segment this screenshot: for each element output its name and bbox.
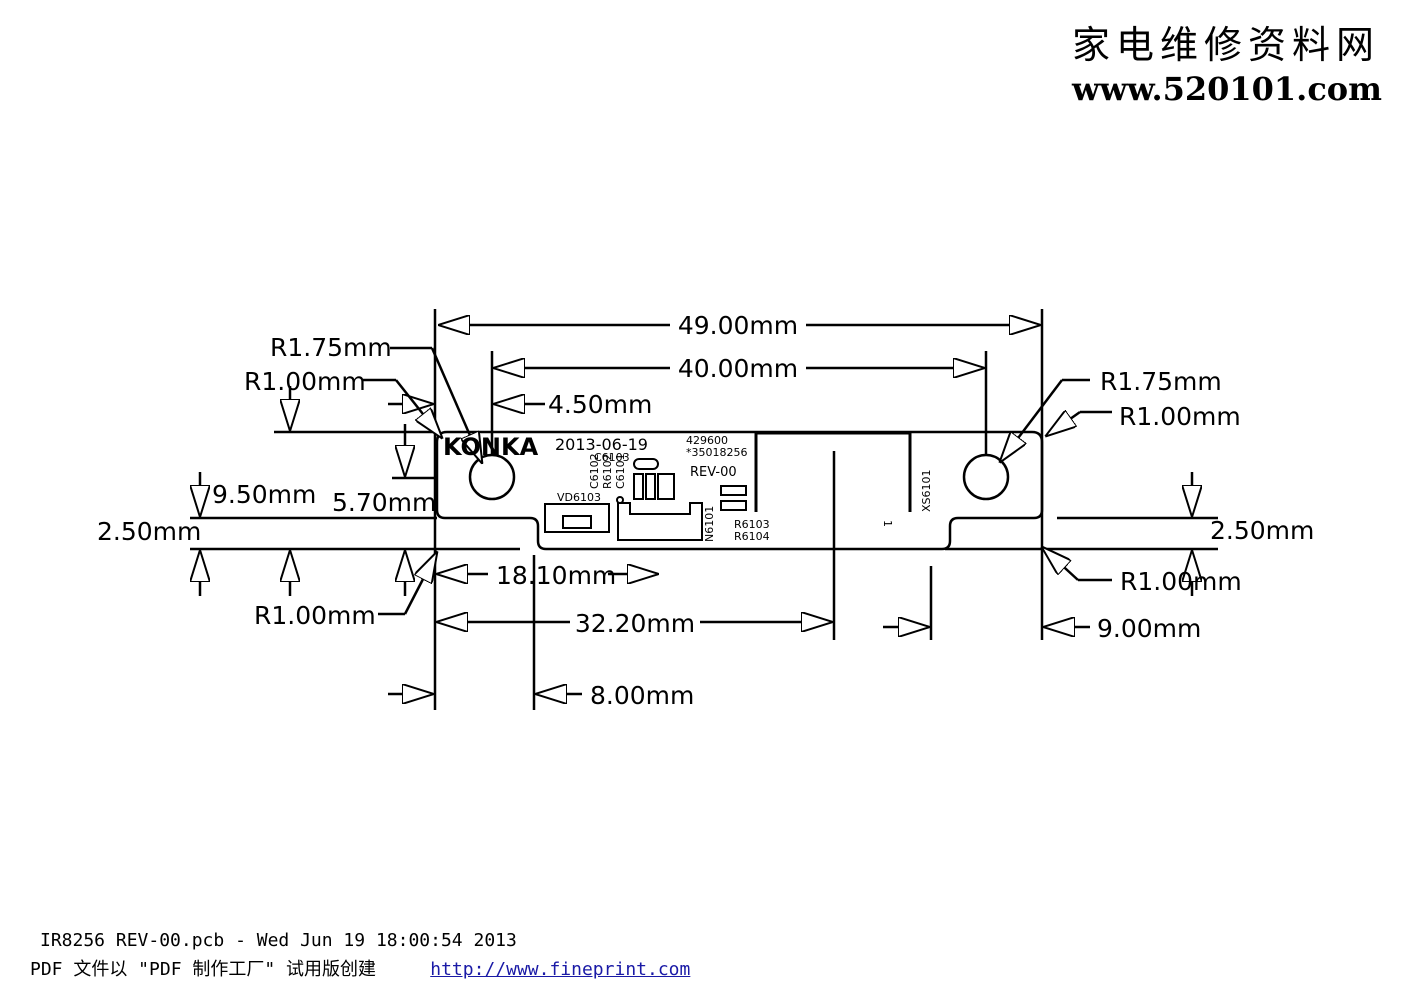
footer-file-line: IR8256 REV-00.pcb - Wed Jun 19 18:00:54 … [40,930,517,951]
dim-left-r100-bottom: R1.00mm [254,601,376,630]
dim-18-10: 18.10mm [496,561,616,590]
ref-xs6101: XS6101 [920,469,933,512]
dim-hole-spacing: 40.00mm [678,354,798,383]
board-logo: KONKA [443,433,539,461]
dim-left-r175: R1.75mm [270,333,392,362]
ref-c6101: C6101 [614,453,627,489]
dim-right-r100-top: R1.00mm [1119,402,1241,431]
board-rev: REV-00 [690,465,737,480]
ref-r6104: R6104 [734,530,770,543]
board-date: 2013-06-19 [555,435,648,454]
ref-r6103: R6103 [734,518,770,531]
watermark-url: www.520101.com [1071,70,1382,108]
dim-right-250: 2.50mm [1210,516,1314,545]
dim-right-r175: R1.75mm [1100,367,1222,396]
board-part-no: 429600 [686,434,728,447]
dim-8-00: 8.00mm [590,681,694,710]
dim-32-20: 32.20mm [575,609,695,638]
ref-c6102: C6102 [588,453,601,489]
board-part-no2: *35018256 [686,446,748,459]
ref-r6102: R6102 [601,453,614,489]
dim-hole-offset: 4.50mm [548,390,652,419]
footer-pdf-link[interactable]: http://www.fineprint.com [430,959,691,980]
dim-left-250: 2.50mm [97,517,201,546]
footer-pdf-prefix: PDF 文件以 "PDF 制作工厂" 试用版创建 [30,959,377,980]
dim-left-570: 5.70mm [332,488,436,517]
silkscreen-components [544,431,912,541]
dim-right-r100-bottom: R1.00mm [1120,567,1242,596]
footer-pdf-line: PDF 文件以 "PDF 制作工厂" 试用版创建 http://www.fine… [30,955,690,981]
watermark-title: 家电维修资料网 [1072,23,1380,67]
dim-width-total: 49.00mm [678,311,798,340]
dim-9-00: 9.00mm [1097,614,1201,643]
ref-n6101: N6101 [703,506,716,542]
ref-pin1: 1 [881,520,894,527]
dim-left-950: 9.50mm [212,480,316,509]
ref-vd6103: VD6103 [557,491,601,504]
mounting-hole-left [468,453,516,501]
dim-left-r100-top: R1.00mm [244,367,366,396]
ref-c6103: C6103 [594,451,630,464]
